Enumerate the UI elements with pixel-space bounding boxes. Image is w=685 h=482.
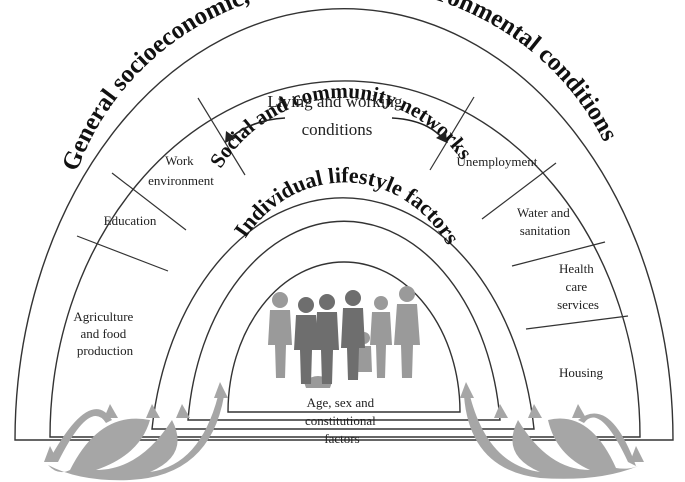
living-working-label: Living and working conditions (267, 92, 406, 139)
sector-dividers (76, 96, 629, 330)
sector-agriculture: Agriculture and food production (73, 309, 136, 358)
core-label: Age, sex and constitutional factors (305, 395, 379, 446)
people-silhouettes-icon (268, 286, 420, 388)
sector-housing: Housing (559, 365, 604, 380)
curved-arrow-right-icon (391, 117, 447, 143)
sector-work-environment: Work environment (148, 153, 214, 188)
sector-health-care: Health care services (557, 261, 599, 312)
flow-arrows-right-icon (460, 382, 644, 479)
sector-education: Education (104, 213, 157, 228)
sector-unemployment: Unemployment (457, 154, 538, 169)
curved-arrow-left-icon (225, 117, 286, 143)
sector-water-sanitation: Water and sanitation (517, 205, 573, 238)
flow-arrows-left-icon (44, 382, 228, 481)
